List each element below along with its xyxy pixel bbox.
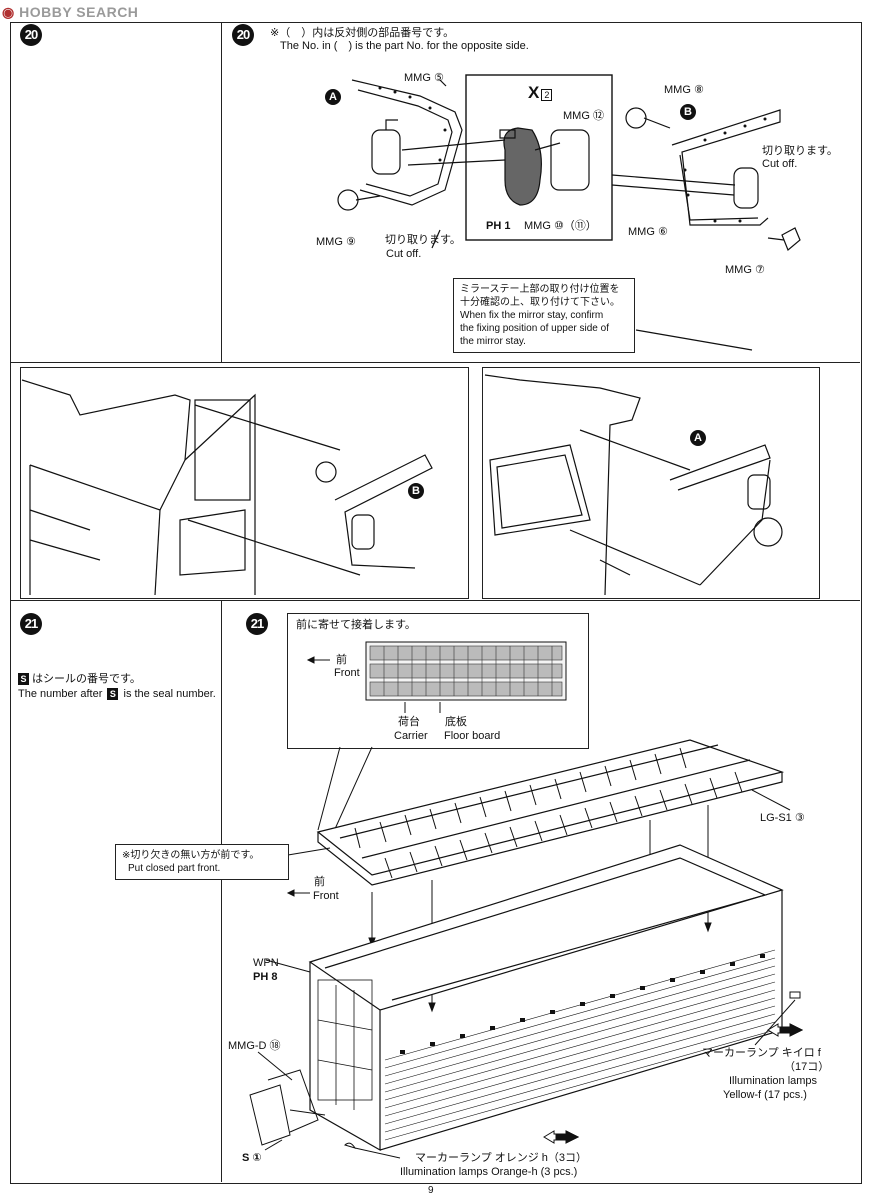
- part-mmg6-label: MMG ⑥: [628, 226, 668, 238]
- part-mmg7-label: MMG ⑦: [725, 264, 765, 276]
- cab-view-left-frame: [20, 367, 469, 599]
- part-mmg8-label: MMG ⑧: [664, 84, 704, 96]
- page-number: 9: [428, 1185, 434, 1196]
- part-mmgd-label: MMG-D ⑱: [228, 1040, 281, 1052]
- seal-mark-icon: S: [18, 673, 29, 685]
- part-s1-label: S ①: [242, 1152, 262, 1164]
- x-sprue-number: 2: [541, 89, 553, 101]
- closed-part-note-en: Put closed part front.: [128, 863, 221, 874]
- closed-part-note-jp: ※切り欠きの無い方が前です。: [122, 850, 260, 861]
- part-mmg12-label: MMG ⑫: [563, 110, 604, 122]
- lamp-yellow-en2: Yellow-f (17 pcs.): [723, 1089, 807, 1101]
- mirror-stay-note: ミラーステー上部の取り付け位置を 十分確認の上、取り付けて下さい。 When f…: [453, 278, 635, 353]
- part-mmg9-label: MMG ⑨: [316, 236, 356, 248]
- mirror-stay-note-line: the fixing position of upper side of: [460, 323, 609, 334]
- part-mmg5-label: MMG ⑤: [404, 72, 444, 84]
- floor-board-en: Floor board: [444, 730, 501, 742]
- x-sprue-letter: X: [528, 83, 540, 102]
- seal-note-en-b: is the seal number.: [123, 688, 216, 700]
- front-note: 前に寄せて接着します。: [296, 619, 416, 631]
- callout-front-jp: 前: [336, 654, 347, 666]
- mirror-stay-note-line: When fix the mirror stay, confirm: [460, 310, 604, 321]
- step-20-note-en: The No. in ( ) is the part No. for the o…: [280, 40, 529, 52]
- carrier-jp: 荷台: [398, 716, 420, 728]
- step-21-number-left: 21: [20, 613, 42, 635]
- cut-off-label-left-en: Cut off.: [386, 248, 422, 260]
- mirror-stay-note-line: 十分確認の上、取り付けて下さい。: [460, 297, 620, 308]
- step-20-note-jp: ※（ ）内は反対側の部品番号です。: [270, 27, 455, 39]
- mirror-stay-note-line: the mirror stay.: [460, 336, 526, 347]
- cab-view-right-frame: [482, 367, 820, 599]
- lamp-yellow-jp: マーカーランプ キイロ f: [702, 1047, 821, 1059]
- carrier-en: Carrier: [394, 730, 428, 742]
- part-ph1-label: PH 1: [486, 220, 511, 232]
- mirror-stay-note-line: ミラーステー上部の取り付け位置を: [460, 284, 620, 295]
- lamp-yellow-en1: Illumination lamps: [729, 1075, 818, 1087]
- marker-a: A: [325, 89, 341, 105]
- part-ph8-label: PH 8: [253, 971, 278, 983]
- step-21-number-right: 21: [246, 613, 268, 635]
- cut-off-label-right-jp: 切り取ります。: [762, 145, 838, 157]
- column-divider-bottom: [221, 600, 222, 1182]
- floor-board-jp: 底板: [445, 716, 467, 728]
- part-wpn-label: WPN: [253, 957, 279, 969]
- marker-b: B: [680, 104, 696, 120]
- lamp-orange-jp: マーカーランプ オレンジ h（3コ）: [415, 1152, 588, 1164]
- cut-off-label-left-jp: 切り取ります。: [385, 234, 461, 246]
- part-mmg10-label: MMG ⑩（⑪）: [524, 220, 597, 232]
- lamp-orange-en: Illumination lamps Orange-h (3 pcs.): [400, 1166, 578, 1178]
- seal-mark-icon: S: [107, 688, 119, 700]
- marker-a-cab: A: [690, 430, 706, 446]
- front-jp-lower: 前: [314, 876, 325, 888]
- cut-off-label-right-en: Cut off.: [762, 158, 798, 170]
- front-en-lower: Front: [313, 890, 339, 902]
- part-lgs1-label: LG-S1 ③: [760, 812, 805, 824]
- step-20-number-left: 20: [20, 24, 42, 46]
- seal-note-en-a: The number after: [18, 688, 103, 700]
- seal-note-jp-text: はシールの番号です。: [32, 673, 141, 685]
- horizontal-divider-upper: [10, 362, 860, 363]
- horizontal-divider-lower: [10, 600, 860, 601]
- lamp-yellow-qty: （17コ）: [784, 1061, 830, 1073]
- closed-part-note: ※切り欠きの無い方が前です。 Put closed part front.: [115, 844, 289, 880]
- callout-front-en: Front: [334, 667, 360, 679]
- floor-board-callout-frame: [287, 613, 589, 749]
- column-divider-top: [221, 22, 222, 362]
- step-20-number-right: 20: [232, 24, 254, 46]
- seal-note-en: The number after S is the seal number.: [18, 688, 216, 701]
- marker-b-cab: B: [408, 483, 424, 499]
- watermark-logo: ◉ HOBBY SEARCH: [2, 4, 139, 20]
- page-outer-frame: [10, 22, 862, 1184]
